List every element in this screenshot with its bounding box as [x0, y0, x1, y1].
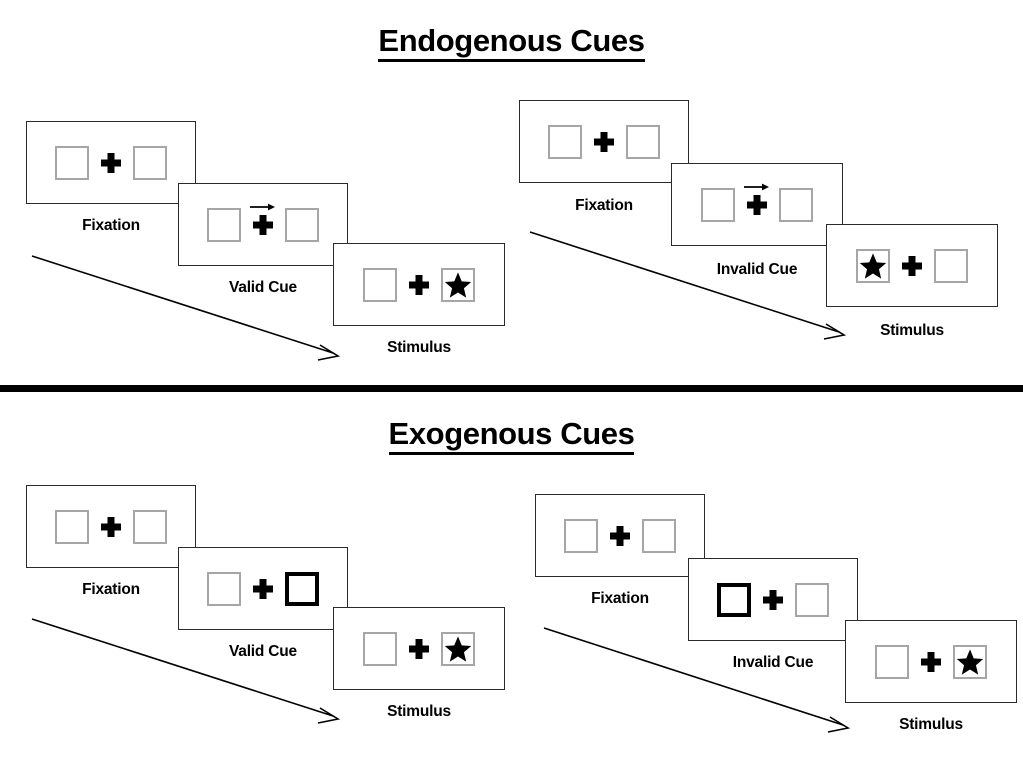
frame-content: [701, 183, 813, 222]
plus-icon: [101, 517, 121, 537]
star-icon: [956, 648, 984, 675]
left-placeholder-box[interactable]: [207, 571, 241, 606]
plus-icon: [610, 526, 630, 546]
right-placeholder-box[interactable]: [795, 582, 829, 617]
frame-endogenous-valid-cue[interactable]: [178, 183, 348, 266]
right-placeholder-box[interactable]: [285, 207, 319, 242]
right-placeholder-box[interactable]: [934, 248, 968, 283]
label-exogenous-valid-fixation: Fixation: [82, 581, 140, 598]
plus-icon: [253, 579, 273, 599]
right-target-box[interactable]: [441, 631, 475, 666]
frame-content: [363, 267, 475, 302]
frame-content: [717, 582, 829, 617]
frame-content: [55, 509, 167, 544]
frame-exogenous-valid-fixation[interactable]: [26, 485, 196, 568]
right-cued-box[interactable]: [285, 571, 319, 606]
label-exogenous-invalid-stimulus: Stimulus: [899, 716, 963, 733]
frame-content: [875, 644, 987, 679]
label-exogenous-valid-stimulus: Stimulus: [387, 703, 451, 720]
left-placeholder-box[interactable]: [548, 124, 582, 159]
plus-icon: [744, 183, 769, 215]
frame-content: [564, 518, 676, 553]
exogenous-title-text: Exogenous Cues: [388, 418, 635, 455]
time-arrow-exogenous-invalid: [543, 627, 851, 733]
time-arrow-exogenous-valid: [31, 618, 341, 724]
endogenous-section-title: Endogenous Cues: [0, 25, 1023, 62]
plus-icon: [594, 132, 614, 152]
right-placeholder-box[interactable]: [626, 124, 660, 159]
left-placeholder-box[interactable]: [875, 644, 909, 679]
frame-content: [207, 203, 319, 242]
label-exogenous-invalid-cue: Invalid Cue: [732, 654, 814, 671]
exogenous-section-title: Exogenous Cues: [0, 418, 1023, 455]
label-exogenous-invalid-fixation: Fixation: [591, 590, 649, 607]
frame-exogenous-invalid-stimulus[interactable]: [845, 620, 1017, 703]
left-placeholder-box[interactable]: [55, 509, 89, 544]
right-target-box[interactable]: [441, 267, 475, 302]
plus-icon: [250, 203, 275, 235]
left-placeholder-box[interactable]: [363, 267, 397, 302]
left-placeholder-box[interactable]: [363, 631, 397, 666]
frame-content: [548, 124, 660, 159]
plus-icon: [409, 639, 429, 659]
frame-endogenous-invalid-cue[interactable]: [671, 163, 843, 246]
frame-exogenous-invalid-fixation[interactable]: [535, 494, 705, 577]
plus-icon: [921, 652, 941, 672]
time-arrow-endogenous-invalid: [529, 231, 847, 340]
right-placeholder-box[interactable]: [642, 518, 676, 553]
left-placeholder-box[interactable]: [701, 187, 735, 222]
label-endogenous-invalid-stimulus: Stimulus: [880, 322, 944, 339]
label-endogenous-valid-stimulus: Stimulus: [387, 339, 451, 356]
arrow-right-icon: [744, 183, 769, 190]
frame-endogenous-valid-fixation[interactable]: [26, 121, 196, 204]
frame-endogenous-valid-stimulus[interactable]: [333, 243, 505, 326]
left-placeholder-box[interactable]: [207, 207, 241, 242]
label-exogenous-valid-cue: Valid Cue: [229, 643, 297, 660]
frame-endogenous-invalid-stimulus[interactable]: [826, 224, 998, 307]
frame-content: [55, 145, 167, 180]
star-icon: [444, 635, 472, 662]
plus-icon: [902, 256, 922, 276]
label-endogenous-valid-cue: Valid Cue: [229, 279, 297, 296]
right-placeholder-box[interactable]: [133, 145, 167, 180]
frame-exogenous-invalid-cue[interactable]: [688, 558, 858, 641]
frame-exogenous-valid-stimulus[interactable]: [333, 607, 505, 690]
star-icon: [444, 271, 472, 298]
label-endogenous-valid-fixation: Fixation: [82, 217, 140, 234]
left-cued-box[interactable]: [717, 582, 751, 617]
time-arrow-endogenous-valid: [31, 255, 341, 361]
plus-icon: [763, 590, 783, 610]
frame-content: [363, 631, 475, 666]
right-target-box[interactable]: [953, 644, 987, 679]
label-endogenous-invalid-fixation: Fixation: [575, 197, 633, 214]
frame-exogenous-valid-cue[interactable]: [178, 547, 348, 630]
left-placeholder-box[interactable]: [564, 518, 598, 553]
frame-content: [207, 571, 319, 606]
right-placeholder-box[interactable]: [133, 509, 167, 544]
arrow-right-icon: [250, 203, 275, 210]
section-divider: [0, 385, 1023, 392]
label-endogenous-invalid-cue: Invalid Cue: [716, 261, 798, 278]
right-placeholder-box[interactable]: [779, 187, 813, 222]
star-icon: [859, 252, 887, 279]
frame-content: [856, 248, 968, 283]
plus-icon: [409, 275, 429, 295]
plus-icon: [101, 153, 121, 173]
frame-endogenous-invalid-fixation[interactable]: [519, 100, 689, 183]
endogenous-title-text: Endogenous Cues: [378, 25, 645, 62]
left-placeholder-box[interactable]: [55, 145, 89, 180]
left-target-box[interactable]: [856, 248, 890, 283]
